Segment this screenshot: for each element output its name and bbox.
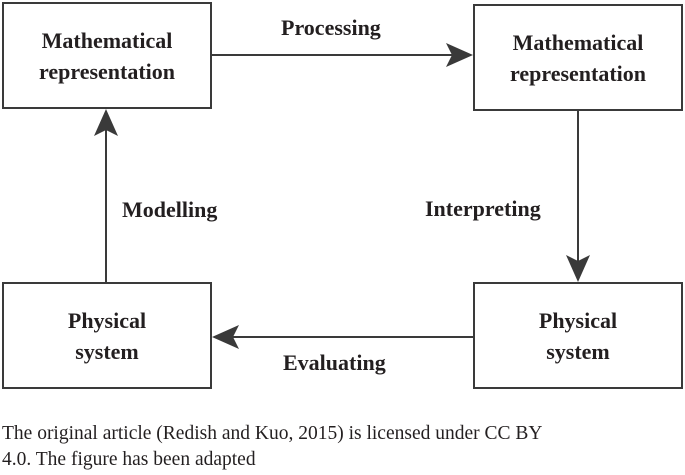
processing-label: Processing: [281, 15, 381, 40]
modelling-arrowhead: [94, 109, 118, 136]
mathematical-representation-box-top-left: Mathematical representation: [2, 2, 212, 109]
processing-arrowhead: [446, 43, 473, 67]
box-label-line1: Mathematical: [512, 29, 644, 55]
figure-caption: The original article (Redish and Kuo, 20…: [2, 421, 682, 473]
mathematical-representation-box-top-right: Mathematical representation: [473, 4, 683, 111]
box-label-line1: Physical: [67, 307, 147, 333]
caption-line-1: The original article (Redish and Kuo, 20…: [2, 423, 543, 444]
evaluating-arrowhead: [212, 325, 239, 349]
box-label-line1: Physical: [538, 307, 618, 333]
box-label-line2: representation: [38, 58, 176, 84]
box-label-line2: system: [75, 338, 139, 364]
interpreting-arrowhead: [566, 255, 590, 282]
interpreting-label: Interpreting: [425, 196, 541, 221]
evaluating-label: Evaluating: [283, 350, 386, 375]
box-label-line2: system: [546, 338, 610, 364]
modelling-label: Modelling: [122, 197, 218, 222]
box-label-line1: Mathematical: [41, 27, 173, 53]
box-label-line2: representation: [509, 60, 647, 86]
physical-system-box-bottom-left: Physical system: [2, 282, 212, 389]
physical-system-box-bottom-right: Physical system: [473, 282, 683, 389]
caption-line-2: 4.0. The figure has been adapted: [2, 449, 256, 470]
